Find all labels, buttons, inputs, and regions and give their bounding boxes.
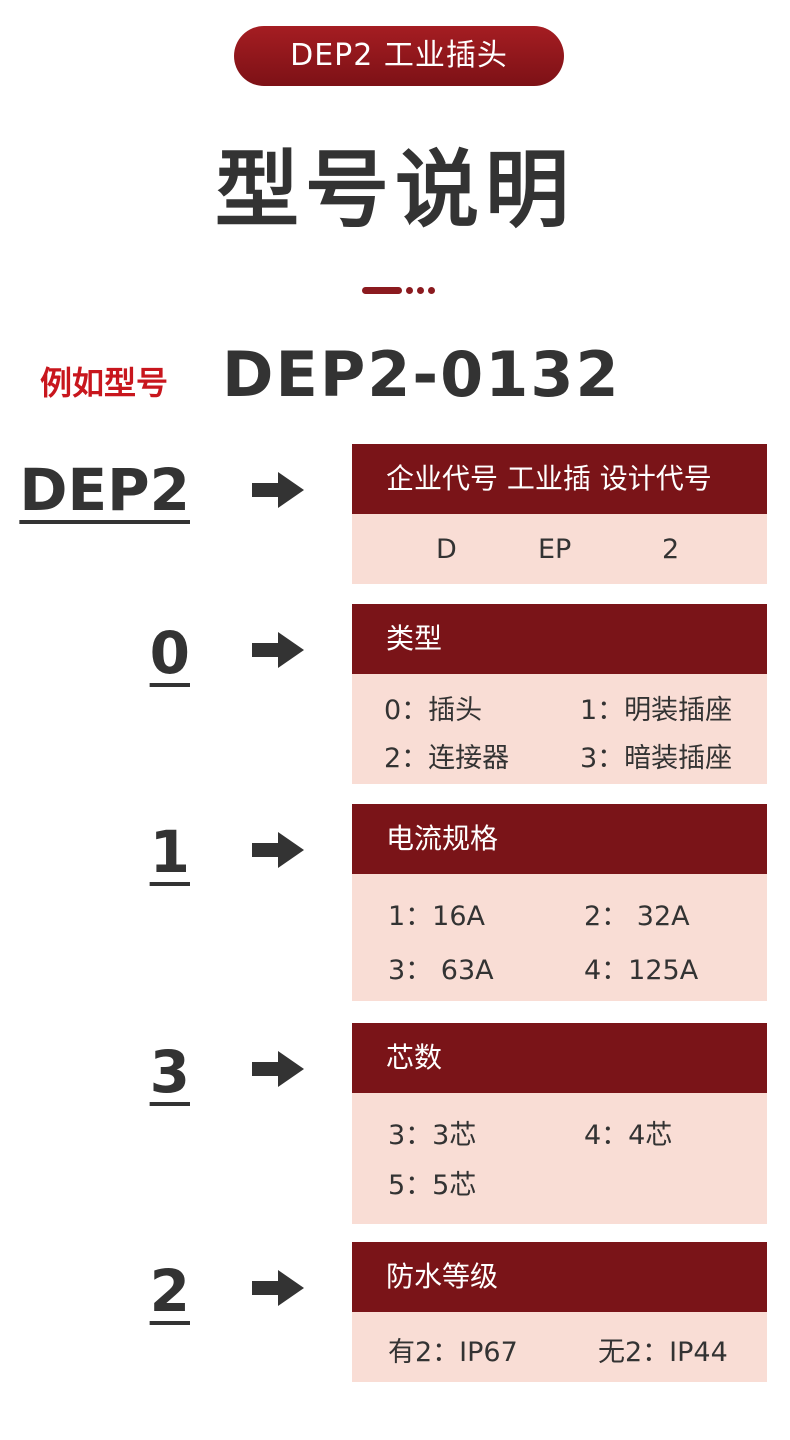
card-title: 芯数 xyxy=(352,1023,767,1093)
code-cores: 3 xyxy=(149,1038,190,1106)
item-ep: EP xyxy=(538,534,572,565)
title-divider xyxy=(362,286,442,296)
item-type-1: 1：明装插座 xyxy=(580,695,733,726)
item-cores-5: 5：5芯 xyxy=(388,1170,477,1201)
arrow-right-icon xyxy=(252,632,304,668)
item-type-0: 0：插头 xyxy=(384,695,483,726)
item-ip67: 有2：IP67 xyxy=(388,1337,518,1368)
card-title: 防水等级 xyxy=(352,1242,767,1312)
arrow-right-icon xyxy=(252,472,304,508)
item-current-3: 3： 63A xyxy=(388,955,494,986)
arrow-right-icon xyxy=(252,1270,304,1306)
card-current: 电流规格 1：16A 2： 32A 3： 63A 4：125A xyxy=(352,804,767,1001)
item-2: 2 xyxy=(662,534,680,565)
item-type-2: 2：连接器 xyxy=(384,743,510,774)
code-type: 0 xyxy=(149,619,190,687)
arrow-right-icon xyxy=(252,832,304,868)
code-waterproof: 2 xyxy=(149,1257,190,1325)
product-badge: DEP2 工业插头 xyxy=(234,26,564,86)
card-title: 类型 xyxy=(352,604,767,674)
item-current-2: 2： 32A xyxy=(584,901,690,932)
item-current-1: 1：16A xyxy=(388,901,486,932)
item-d: D xyxy=(436,534,457,565)
example-label: 例如型号 xyxy=(40,364,169,402)
item-cores-4: 4：4芯 xyxy=(584,1120,673,1151)
arrow-right-icon xyxy=(252,1051,304,1087)
code-dep2: DEP2 xyxy=(19,456,190,524)
item-cores-3: 3：3芯 xyxy=(388,1120,477,1151)
item-current-4: 4：125A xyxy=(584,955,699,986)
page-title: 型号说明 xyxy=(214,141,575,239)
item-type-3: 3：暗装插座 xyxy=(580,743,733,774)
card-enterprise-code: 企业代号 工业插 设计代号 D EP 2 xyxy=(352,444,767,584)
card-type: 类型 0：插头 1：明装插座 2：连接器 3：暗装插座 xyxy=(352,604,767,784)
code-current: 1 xyxy=(149,818,190,886)
card-title: 企业代号 工业插 设计代号 xyxy=(352,444,767,514)
card-cores: 芯数 3：3芯 4：4芯 5：5芯 xyxy=(352,1023,767,1224)
item-ip44: 无2：IP44 xyxy=(598,1337,728,1368)
card-waterproof: 防水等级 有2：IP67 无2：IP44 xyxy=(352,1242,767,1382)
card-title: 电流规格 xyxy=(352,804,767,874)
example-model: DEP2-0132 xyxy=(222,338,621,411)
